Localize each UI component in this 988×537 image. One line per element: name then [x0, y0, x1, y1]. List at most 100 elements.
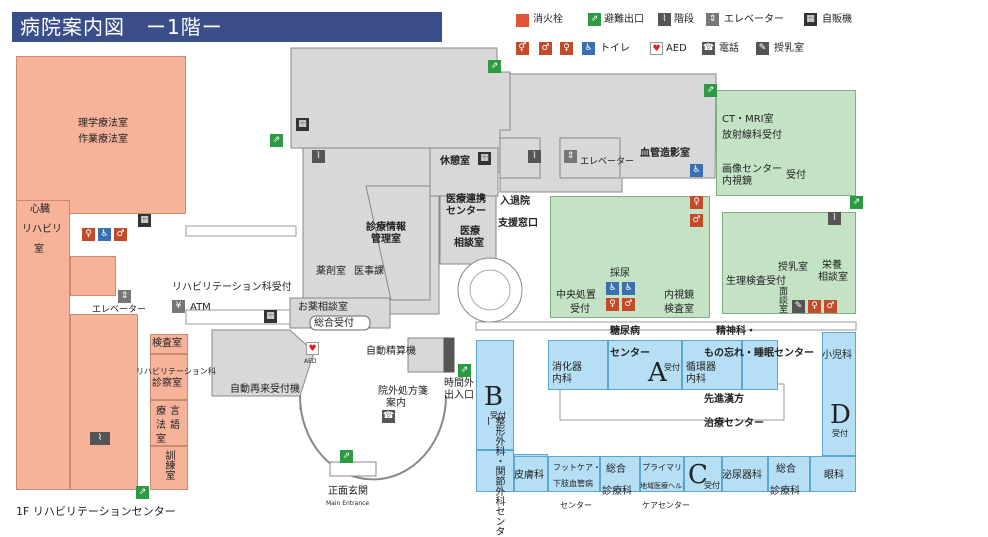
elevator-center-label: エレベーター	[580, 157, 635, 167]
general-reception-label: 総合受付	[314, 318, 354, 329]
exam-room	[150, 334, 188, 354]
circ-room	[682, 340, 742, 390]
cardio-label-3: 室	[34, 244, 44, 255]
auto-reception-label: 自動再来受付機	[230, 384, 300, 395]
rehab-therapy-area	[16, 56, 186, 214]
rehab-pt-label: 理学療法室	[78, 118, 128, 129]
angio-label: 血管造影室	[640, 148, 690, 159]
emergency-exit-icon: ⇗	[458, 364, 471, 377]
circ-label-2: 内科	[686, 374, 706, 385]
auto-payment-label: 自動精算機	[366, 346, 416, 357]
toilet-male-icon: ♂	[114, 228, 127, 241]
cardio-label-2: リハビリ	[22, 224, 62, 235]
footer-label: 1F リハビリテーションセンター	[16, 505, 176, 518]
speech-room	[150, 400, 188, 446]
physio-area	[722, 212, 856, 314]
ophthal-room	[810, 456, 856, 492]
toilet-female-icon: ♀	[808, 300, 821, 313]
rest-room-label: 休憩室	[440, 156, 470, 167]
ortho-label: 整形外科・関節外科センター	[481, 416, 504, 536]
imaging-label-1: 画像センター	[722, 164, 782, 175]
rehab-small-room	[70, 256, 116, 296]
nutrition-label-2: 相談室	[818, 272, 848, 283]
general-room-2	[768, 456, 810, 492]
primary-label-1: プライマリ・	[642, 463, 690, 472]
emergency-exit-icon: ⇗	[488, 60, 501, 73]
block-b-letter: B	[484, 382, 504, 412]
physio-exam-label: 生理検査受付	[726, 276, 786, 287]
nursing-icon: ✎	[756, 42, 769, 55]
primary-room	[640, 456, 684, 492]
atm-label: ATM	[190, 302, 211, 313]
block-c-reception: 受付	[704, 481, 720, 490]
diag-info-label: 診療情報管理室	[366, 222, 406, 245]
toilet-female-icon: ♀	[606, 298, 619, 311]
accessible-toilet-icon: ♿	[622, 282, 635, 295]
speech-room-label-3: 法	[156, 420, 166, 431]
legend-phone: 電話	[719, 43, 739, 54]
toilet-multi-icon: ⚥	[516, 42, 529, 55]
rehab-ot-label: 作業療法室	[78, 134, 128, 145]
block-c-letter: C	[688, 460, 708, 490]
primary-label-3: ケアセンター	[642, 501, 690, 510]
psych-room	[742, 340, 778, 390]
urology-room	[722, 456, 768, 492]
vending-icon: ▦	[478, 152, 491, 165]
aed-icon: ♥	[306, 342, 319, 355]
toilet-female-icon: ♀	[690, 196, 703, 209]
elevator-icon: ⇕	[118, 290, 131, 303]
legend-emergency-exit: 避難出口	[604, 14, 644, 25]
admission-label-2: 支援窓口	[498, 218, 538, 229]
fire-extinguisher-icon	[516, 14, 529, 27]
central-treatment-area	[550, 196, 710, 318]
endoscopy-label-1: 内視鏡	[664, 290, 694, 301]
stairs-icon: ⌇	[528, 150, 541, 163]
ct-mri-label-1: CT・MRI室	[722, 114, 774, 125]
toilet-male-icon: ♂	[824, 300, 837, 313]
toilet-male-icon: ♂	[622, 298, 635, 311]
block-a-letter: A	[648, 358, 667, 388]
gastro-label-1: 消化器	[552, 362, 582, 373]
medical-consult-label-2: 相談室	[454, 238, 484, 249]
interview-label: 面談室	[777, 286, 787, 313]
ct-mri-label-2: 放射線科受付	[722, 130, 782, 141]
legend-aed: AED	[666, 43, 687, 54]
toilet-female-icon: ♀	[560, 42, 573, 55]
advanced-label-1: 先進漢方	[704, 394, 744, 405]
circ-label-1: 循環器	[686, 362, 716, 373]
emergency-exit-icon: ⇗	[270, 134, 283, 147]
legend-nursing: 授乳室	[774, 43, 804, 54]
stairs-icon: ⌇	[90, 432, 110, 445]
footcare-label-2: 下肢血管病	[553, 479, 593, 488]
vending-icon: ▦	[296, 118, 309, 131]
medical-affairs-label: 医事課	[354, 266, 384, 277]
stairs-icon: ⌇	[312, 150, 325, 163]
night-entrance-label-1: 時間外	[444, 378, 474, 389]
footcare-label-1: フットケア・	[553, 463, 601, 472]
footcare-room	[548, 456, 600, 492]
map-title: 病院案内図 ー1階ー	[12, 12, 442, 42]
phone-icon: ☎	[382, 410, 395, 423]
ortho-room	[476, 450, 514, 492]
block-d-letter: D	[830, 400, 851, 430]
imaging-reception-label: 受付	[786, 170, 806, 181]
block-d-reception: 受付	[832, 429, 848, 438]
pharmacy-label: 薬剤室	[316, 266, 346, 277]
psych-label-1: 精神科・	[716, 326, 756, 337]
emergency-exit-icon: ⇗	[588, 13, 601, 26]
block-b-room	[476, 340, 514, 450]
medical-coop-label-2: センター	[446, 206, 486, 217]
cardio-label-1: 心臓	[30, 204, 50, 215]
footcare-label-3: センター	[560, 501, 592, 510]
emergency-exit-icon: ⇗	[704, 84, 717, 97]
outside-pharmacy-label-1: 院外処方箋	[378, 386, 428, 397]
legend-elevator: エレベーター	[724, 14, 784, 25]
nursing-room-label: 授乳室	[778, 262, 808, 273]
diabetes-label-1: 糖尿病	[610, 326, 640, 337]
medical-coop-label-1: 医療連携	[446, 194, 486, 205]
rehab-reception-label: リハビリテーション科受付	[172, 282, 292, 293]
stairs-icon: ⌇	[828, 212, 841, 225]
general-label-1: 総合	[606, 464, 626, 475]
block-a-room	[608, 340, 682, 390]
nursing-icon: ✎	[792, 300, 805, 313]
